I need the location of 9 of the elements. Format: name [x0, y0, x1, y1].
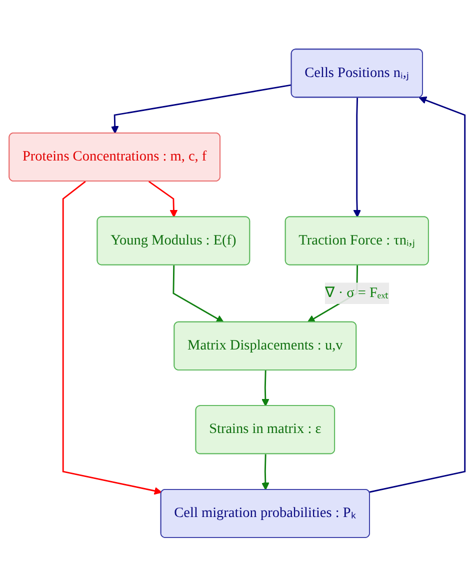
arrow	[172, 264, 224, 322]
arrow	[62, 180, 162, 494]
flowchart: Cells Positions nᵢ,ⱼ Proteins Concentrations : m, c, f Young Modulus : E(f) Traction Force : τnᵢ,ⱼ ∇ · σ = Fₑₓₜ Matrix Displacements : u,v Strains in matrix : ε Cell migration probabilities : Pₖ	[2, 42, 472, 544]
arrow	[110, 84, 292, 134]
arrow	[369, 96, 466, 492]
arrow	[353, 97, 362, 218]
arrow	[148, 180, 178, 218]
arrow	[262, 454, 270, 490]
arrow	[262, 370, 270, 406]
